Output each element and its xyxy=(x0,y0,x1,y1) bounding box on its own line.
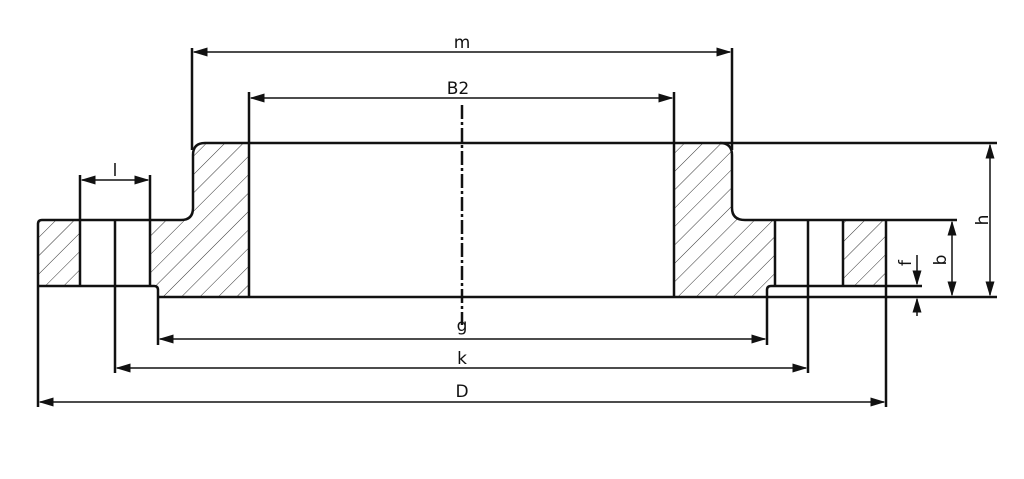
flange-outline xyxy=(36,48,997,407)
dimensions xyxy=(38,47,995,407)
right-flange-hatch xyxy=(843,220,886,286)
label-h: h xyxy=(973,215,993,226)
left-flange-hatch xyxy=(38,220,80,286)
hatched-sections xyxy=(38,143,886,297)
label-g: g xyxy=(457,316,468,336)
label-l: l xyxy=(113,161,118,181)
label-f: f xyxy=(896,259,916,266)
right-hub-hatch xyxy=(674,143,775,297)
left-hub-hatch xyxy=(150,143,249,297)
label-B2: B2 xyxy=(447,79,469,99)
label-D: D xyxy=(455,382,468,402)
label-b: b xyxy=(931,255,951,266)
label-k: k xyxy=(457,349,467,369)
label-m: m xyxy=(454,33,471,53)
